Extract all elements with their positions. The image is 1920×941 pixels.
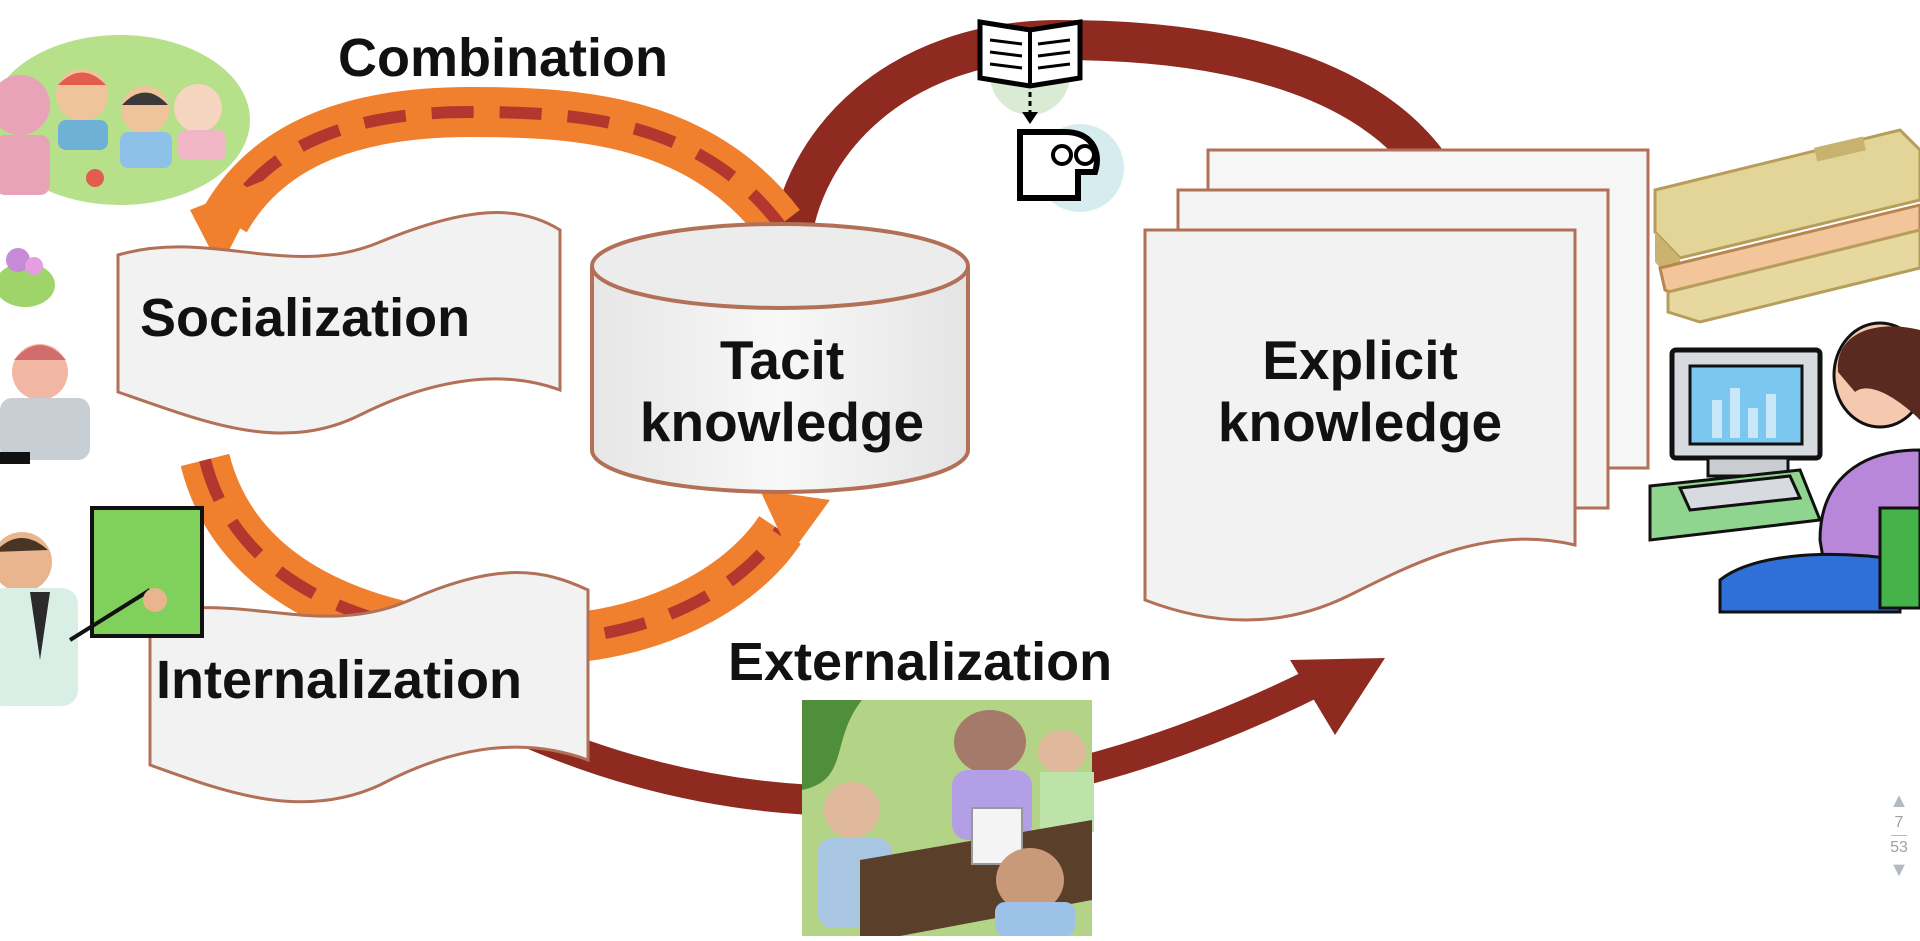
- combination-label: Combination: [338, 28, 668, 88]
- socialization-label: Socialization: [140, 288, 471, 348]
- top-orange-arrow: [190, 86, 800, 268]
- explicit-knowledge-label: Explicit knowledge: [1160, 329, 1560, 453]
- pager-divider: [1891, 835, 1907, 836]
- presenter-clipart: [0, 506, 204, 706]
- tacit-knowledge-label: Tacit knowledge: [596, 329, 968, 453]
- books-stack-clipart: [1653, 128, 1920, 324]
- internalization-label: Internalization: [156, 650, 523, 710]
- tacit-knowledge-cylinder: [590, 222, 970, 494]
- book-icon: [977, 19, 1083, 124]
- elderly-person-clipart: [0, 344, 90, 464]
- total-slides-number: 53: [1890, 839, 1908, 856]
- slide-pager: ▲ 7 53 ▼: [1880, 790, 1918, 900]
- meeting-clipart: [802, 700, 1094, 936]
- current-slide-number: 7: [1894, 814, 1904, 831]
- externalization-label: Externalization: [728, 632, 1113, 692]
- computer-user-clipart: [1648, 321, 1920, 614]
- previous-slide-arrow-icon[interactable]: ▲: [1889, 790, 1909, 812]
- next-slide-arrow-icon[interactable]: ▼: [1889, 859, 1909, 881]
- tacit-line-1: Tacit: [719, 329, 845, 391]
- thinking-head-icon: [1017, 124, 1124, 212]
- socialization-scroll: [116, 211, 562, 435]
- tacit-line-2: knowledge: [639, 390, 925, 453]
- explicit-line-2: knowledge: [1217, 390, 1503, 453]
- side-flower-clipart: [0, 248, 55, 307]
- explicit-line-1: Explicit: [1262, 329, 1458, 391]
- children-playing-clipart: [0, 35, 250, 205]
- internalization-scroll: [148, 571, 590, 804]
- explicit-knowledge-pages: [1143, 148, 1650, 622]
